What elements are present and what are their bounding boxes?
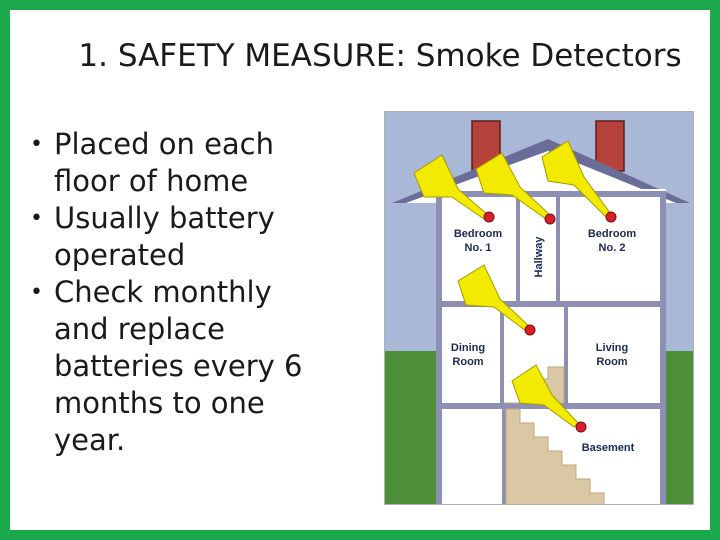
room-label-bedroom1: Bedroom: [454, 228, 503, 240]
detector-bedroom1-icon: [483, 211, 495, 223]
bullet-item: • Placed on each floor of home: [30, 126, 330, 200]
room-label-basement: Basement: [582, 442, 635, 454]
bullet-text: Usually battery operated: [54, 201, 275, 272]
bullet-dot-icon: •: [30, 206, 43, 231]
room-label-bedroom1-no: No. 1: [465, 242, 492, 254]
bullet-dot-icon: •: [30, 132, 43, 157]
bullet-text: Check monthly and replace batteries ever…: [54, 275, 303, 457]
roof-outline: [392, 139, 690, 203]
detector-basement-icon: [575, 421, 587, 433]
detector-dining-icon: [524, 324, 536, 336]
slide: 1. SAFETY MEASURE: Smoke Detectors • Plac…: [10, 10, 710, 530]
room-label-living: Living: [596, 342, 628, 354]
detector-arrows: [413, 140, 611, 428]
room-label-bedroom2-no: No. 2: [599, 242, 626, 254]
room-label-dining-room: Room: [452, 356, 483, 368]
house-illustration: Bedroom No. 1 Hallway Bedroom No. 2 Dini…: [384, 111, 694, 505]
right-chimney: [595, 120, 625, 172]
illustration-frame: [384, 111, 694, 505]
room-label-bedroom2: Bedroom: [588, 228, 637, 240]
room-label-hallway: Hallway: [533, 236, 545, 278]
detector-bedroom2-icon: [605, 211, 617, 223]
bullet-dot-icon: •: [30, 280, 43, 305]
room-label-dining: Dining: [451, 342, 485, 354]
bullet-item: • Check monthly and replace batteries eve…: [30, 274, 330, 459]
detector-hallway-icon: [544, 213, 556, 225]
bullet-text: Placed on each floor of home: [54, 127, 275, 198]
slide-title: 1. SAFETY MEASURE: Smoke Detectors: [78, 38, 682, 74]
house-diagram: Bedroom No. 1 Hallway Bedroom No. 2 Dini…: [384, 111, 694, 505]
bullet-item: • Usually battery operated: [30, 200, 330, 274]
bullet-list: • Placed on each floor of home • Usually b…: [30, 126, 330, 459]
smoke-detectors: [483, 211, 617, 433]
room-label-living-room: Room: [596, 356, 627, 368]
